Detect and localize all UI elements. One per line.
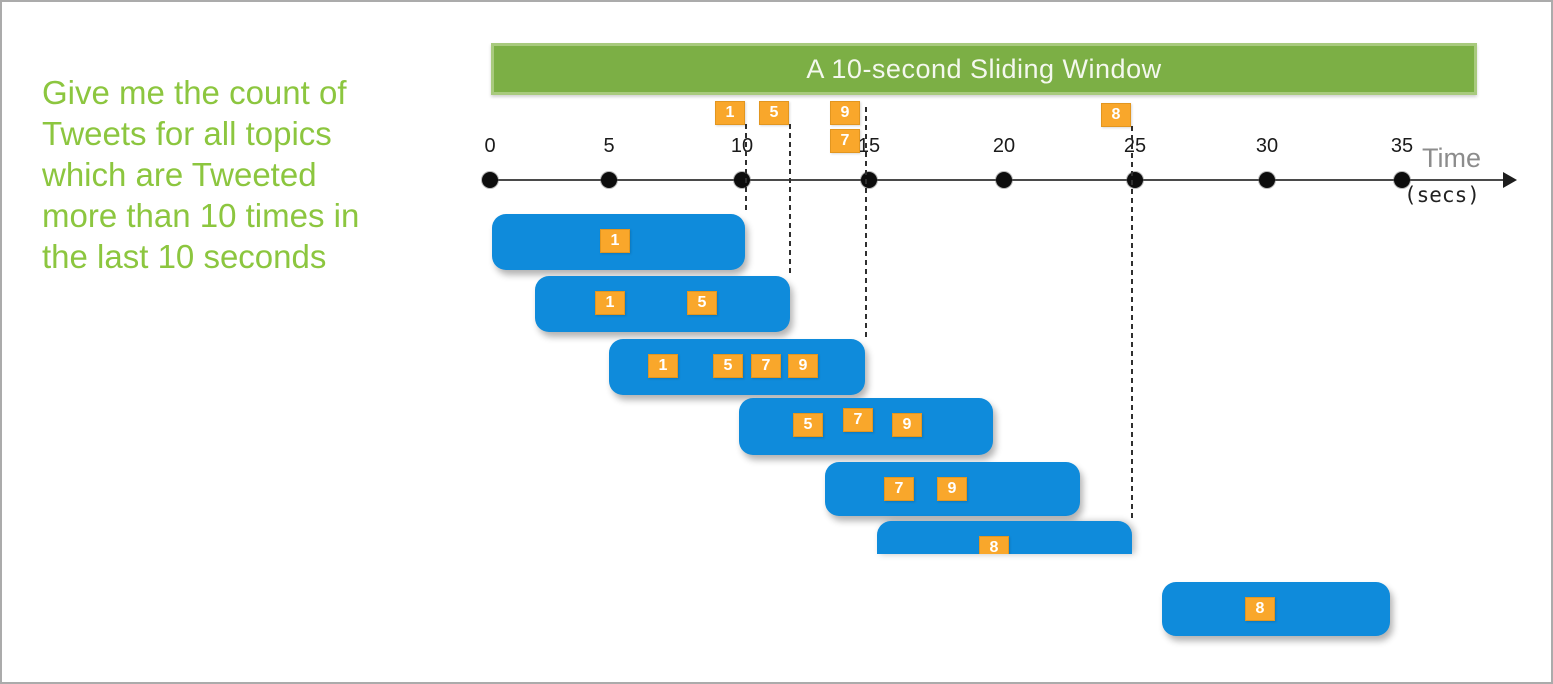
timeline-axis <box>484 179 1506 181</box>
tick-label: 35 <box>1390 135 1414 157</box>
window-event-marker: 7 <box>751 354 781 378</box>
tick-label: 10 <box>730 135 754 157</box>
window-event-marker: 9 <box>937 477 967 501</box>
tick-dot <box>1127 172 1143 188</box>
axis-title: Time <box>1422 143 1481 173</box>
tick-dot <box>1259 172 1275 188</box>
window-event-marker: 5 <box>713 354 743 378</box>
dashed-guide <box>745 124 747 214</box>
axis-unit: (secs) <box>1404 183 1480 207</box>
window-event-marker: 8 <box>1245 597 1275 621</box>
event-marker: 9 <box>830 101 860 125</box>
tick-label: 15 <box>857 135 881 157</box>
window-event-marker: 7 <box>884 477 914 501</box>
dashed-guide <box>789 124 791 276</box>
window-event-marker: 8 <box>979 536 1009 554</box>
tick-label: 20 <box>992 135 1016 157</box>
timeline-arrowhead-icon <box>1503 172 1517 188</box>
tick-label: 25 <box>1123 135 1147 157</box>
dashed-guide <box>865 107 867 339</box>
window-event-marker: 1 <box>595 291 625 315</box>
window-event-marker: 5 <box>793 413 823 437</box>
dashed-guide <box>1131 126 1133 521</box>
event-marker: 5 <box>759 101 789 125</box>
tick-dot <box>601 172 617 188</box>
window-bar: 1 <box>492 214 745 270</box>
window-event-marker: 5 <box>687 291 717 315</box>
window-event-marker: 9 <box>788 354 818 378</box>
tick-dot <box>861 172 877 188</box>
window-bar: 8 <box>877 521 1132 554</box>
window-event-marker: 1 <box>648 354 678 378</box>
window-event-marker: 1 <box>600 229 630 253</box>
tick-label: 5 <box>603 135 615 157</box>
tick-dot <box>734 172 750 188</box>
window-event-marker: 9 <box>892 413 922 437</box>
tick-dot <box>1394 172 1410 188</box>
event-marker: 1 <box>715 101 745 125</box>
banner-label: A 10-second Sliding Window <box>806 53 1162 84</box>
window-bar: 8 <box>1162 582 1390 636</box>
event-marker: 8 <box>1101 103 1131 127</box>
sliding-window-banner: A 10-second Sliding Window <box>491 43 1477 95</box>
window-event-marker: 7 <box>843 408 873 432</box>
tick-label: 30 <box>1255 135 1279 157</box>
tick-dot <box>482 172 498 188</box>
tick-dot <box>996 172 1012 188</box>
tick-label: 0 <box>484 135 496 157</box>
query-text: Give me the count of Tweets for all topi… <box>42 74 360 275</box>
event-marker: 7 <box>830 129 860 153</box>
